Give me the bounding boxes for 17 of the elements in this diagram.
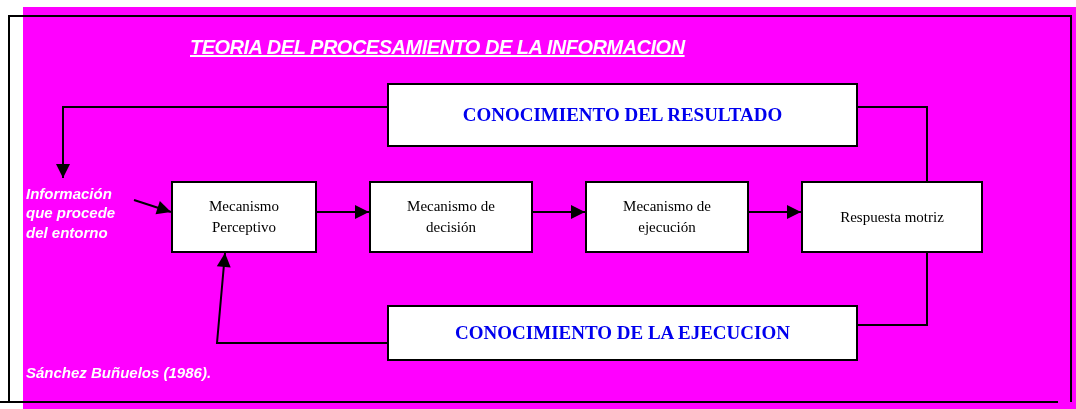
source-citation: Sánchez Buñuelos (1986). bbox=[26, 364, 212, 381]
connector-line bbox=[857, 252, 928, 326]
feedback-box bbox=[387, 305, 858, 361]
box-label: Mecanismo de decisión bbox=[406, 197, 496, 237]
process-box bbox=[585, 181, 749, 253]
box-label: Respuesta motriz bbox=[840, 207, 944, 227]
box-label: CONOCIMIENTO DE LA EJECUCION bbox=[455, 320, 790, 345]
process-box bbox=[801, 181, 983, 253]
box-label: CONOCIMIENTO DEL RESULTADO bbox=[462, 102, 783, 127]
box-label: Mecanismo de ejecución bbox=[622, 197, 712, 237]
input-text: Información que procede del entorno bbox=[26, 178, 134, 248]
feedback-box bbox=[387, 83, 858, 147]
diagram-title: TEORIA DEL PROCESAMIENTO DE LA INFORMACION bbox=[190, 36, 685, 59]
process-box bbox=[369, 181, 533, 253]
process-box bbox=[171, 181, 317, 253]
box-label: Mecanismo Perceptivo bbox=[208, 197, 280, 237]
connector-line bbox=[857, 106, 928, 182]
